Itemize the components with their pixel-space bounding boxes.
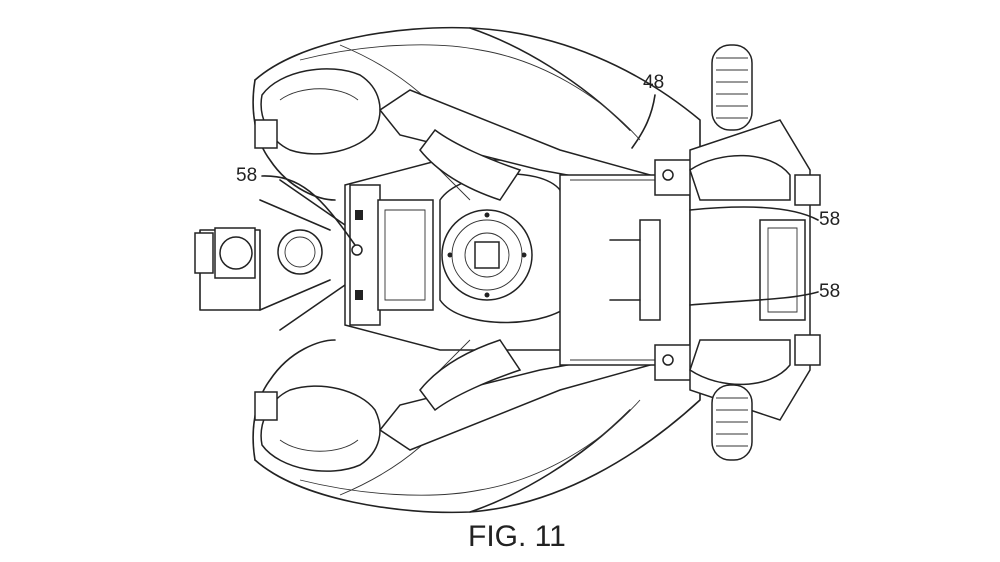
reference-58-right-upper: 58	[689, 206, 840, 230]
label-48: 48	[643, 72, 664, 93]
reference-58-left: 58	[236, 165, 356, 246]
front-fenders	[254, 68, 381, 472]
figure-caption: FIG. 11	[468, 520, 566, 553]
control-arms	[378, 89, 651, 451]
leader-line-48	[631, 94, 656, 149]
leader-line-58-right-upper	[689, 206, 819, 221]
label-58-left: 58	[236, 165, 257, 186]
fuel-tank	[439, 173, 576, 324]
rear-frame	[559, 159, 696, 381]
rear-wheels	[711, 44, 753, 461]
rear-suspension	[689, 119, 821, 421]
leader-line-58-right-lower	[689, 291, 819, 306]
leader-line-58-left	[261, 175, 356, 246]
label-58-right-upper: 58	[819, 209, 840, 230]
label-58-right-lower: 58	[819, 281, 840, 302]
reference-48: 48	[631, 72, 664, 149]
reference-58-right-lower: 58	[689, 281, 840, 306]
